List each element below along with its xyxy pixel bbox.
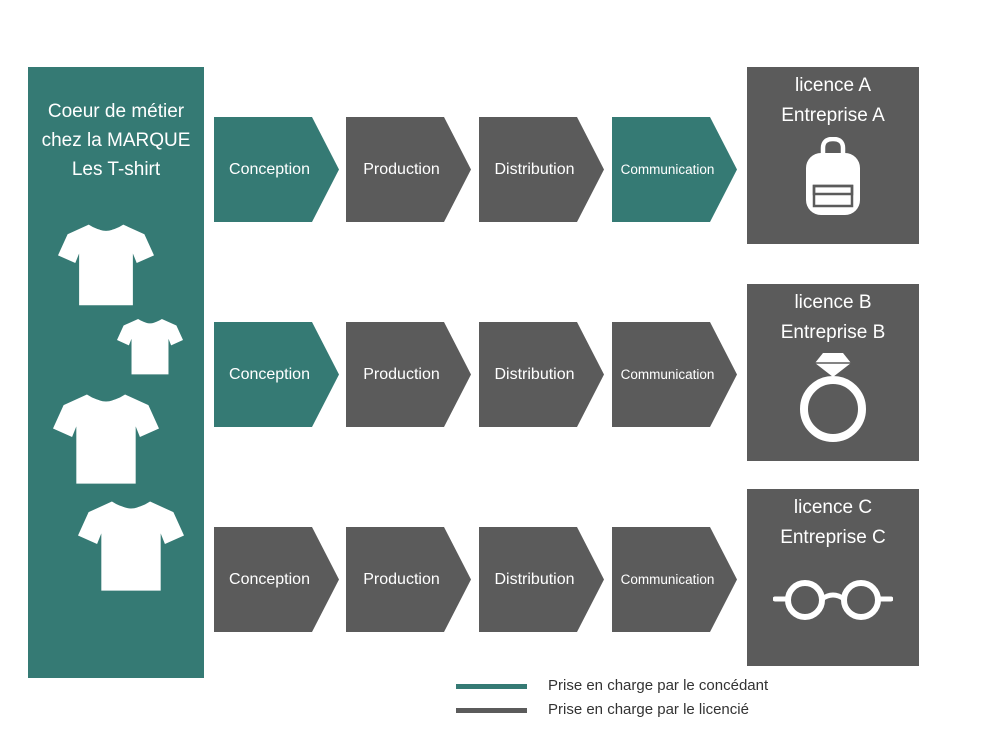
value-chain-row-c: Conception Production Distribution Commu… bbox=[0, 527, 1000, 632]
core-title-line: Coeur de métier bbox=[47, 101, 185, 122]
licence-company: Entreprise C bbox=[780, 527, 886, 548]
ring-icon bbox=[800, 353, 866, 442]
step-communication: Communication bbox=[612, 527, 737, 632]
core-title-line: Les T-shirt bbox=[71, 159, 161, 180]
backpack-icon bbox=[806, 137, 860, 215]
step-distribution: Distribution bbox=[479, 527, 604, 632]
step-communication: Communication bbox=[612, 117, 737, 222]
licence-name: licence C bbox=[793, 497, 873, 518]
legend-swatch-concedant bbox=[456, 684, 527, 689]
licence-name: licence B bbox=[794, 292, 872, 313]
licence-c-card: licence C Entreprise C bbox=[747, 489, 919, 666]
step-production: Production bbox=[346, 322, 471, 427]
core-title-line: chez la MARQUE bbox=[41, 130, 191, 151]
legend-label-concedant: Prise en charge par le concédant bbox=[548, 677, 769, 694]
step-distribution: Distribution bbox=[479, 322, 604, 427]
licence-company: Entreprise B bbox=[780, 322, 886, 343]
licence-b-card: licence B Entreprise B bbox=[747, 284, 919, 461]
glasses-icon bbox=[773, 580, 893, 620]
tshirt-icon bbox=[78, 501, 184, 591]
step-distribution: Distribution bbox=[479, 117, 604, 222]
licence-company: Entreprise A bbox=[781, 105, 885, 126]
core-business-panel: Coeur de métier chez la MARQUE Les T-shi… bbox=[28, 67, 204, 678]
licence-name: licence A bbox=[794, 75, 872, 96]
value-chain-row-a: Conception Production Distribution Commu… bbox=[0, 117, 1000, 222]
step-production: Production bbox=[346, 527, 471, 632]
licence-a-card: licence A Entreprise A bbox=[747, 67, 919, 244]
tshirt-icon bbox=[117, 318, 183, 375]
value-chain-row-b: Conception Production Distribution Commu… bbox=[0, 322, 1000, 427]
core-business-title: Coeur de métier chez la MARQUE Les T-shi… bbox=[28, 97, 204, 184]
step-communication: Communication bbox=[612, 322, 737, 427]
tshirt-icon bbox=[53, 394, 159, 484]
tshirt-icon bbox=[58, 224, 154, 306]
step-conception: Conception bbox=[214, 117, 339, 222]
step-conception: Conception bbox=[214, 527, 339, 632]
step-conception: Conception bbox=[214, 322, 339, 427]
step-production: Production bbox=[346, 117, 471, 222]
legend-swatch-licencie bbox=[456, 708, 527, 713]
legend-label-licencie: Prise en charge par le licencié bbox=[548, 701, 749, 718]
